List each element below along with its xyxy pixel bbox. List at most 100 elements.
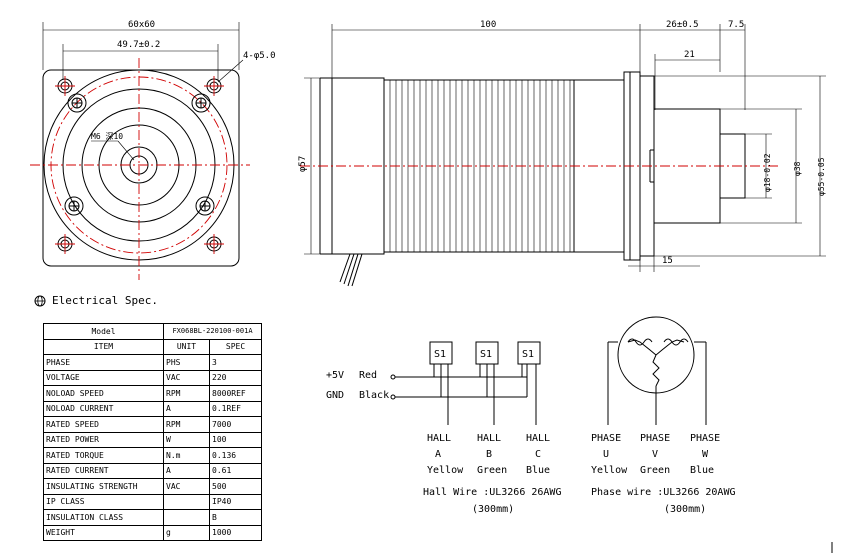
spec-table-container: Model FX068BL-220100-001A ITEM UNIT SPEC… — [43, 323, 263, 542]
mount-hole-bottom-right — [204, 234, 224, 254]
phase-v-color: Green — [640, 465, 670, 476]
spec-cell-unit: RPM — [163, 416, 210, 433]
gnd-label: GND — [326, 390, 344, 401]
spec-heading-text: Electrical Spec. — [52, 294, 158, 307]
spec-cell-spec: 3 — [208, 354, 263, 371]
spec-cell-spec: 8000REF — [208, 385, 263, 402]
dim-pilot-dia: φ55-0.05 — [817, 157, 826, 196]
dim-flange: 26±0.5 — [666, 20, 699, 30]
spec-cell-spec: 1000 — [208, 524, 263, 541]
spec-row: IP CLASS IP40 — [43, 493, 263, 510]
spec-cell-item: RATED SPEED — [43, 416, 164, 433]
spec-cell-item: WEIGHT — [43, 524, 164, 541]
header-spec: SPEC — [208, 338, 263, 355]
winding-w — [655, 339, 685, 356]
hall-c-letter: C — [535, 449, 541, 460]
dim-holes: 4-φ5.0 — [243, 51, 276, 61]
spec-cell-unit: PHS — [163, 354, 210, 371]
spec-cell-unit: A — [163, 400, 210, 417]
screw-top-left — [67, 93, 87, 113]
mount-hole-top-right — [204, 76, 224, 96]
lead-wires — [339, 253, 363, 287]
globe-icon — [34, 295, 46, 306]
phase-u-letter: U — [603, 449, 609, 460]
spec-heading: Electrical Spec. — [34, 294, 158, 307]
dim-body-dia: φ57 — [298, 156, 308, 172]
gnd-color: Black — [359, 390, 389, 401]
model-value: FX068BL-220100-001A — [162, 323, 263, 340]
spec-cell-spec: 100 — [208, 431, 263, 448]
spec-cell-item: RATED CURRENT — [43, 462, 164, 479]
hall-length-note: (300mm) — [472, 504, 514, 515]
spec-header-row: ITEM UNIT SPEC — [43, 338, 263, 355]
power-label: +5V — [326, 370, 344, 381]
spec-cell-item: IP CLASS — [43, 493, 164, 510]
spec-cell-unit — [163, 509, 210, 526]
spec-cell-item: VOLTAGE — [43, 369, 164, 386]
side-view: 100 26±0.5 7.5 21 φ57 — [298, 20, 826, 287]
hall-wiring-diagram: +5V Red GND Black S1 S1 S1 HALL A Yellow… — [326, 341, 561, 515]
spec-cell-unit: A — [163, 462, 210, 479]
spec-cell-item: NOLOAD SPEED — [43, 385, 164, 402]
hall-sensor-c — [517, 341, 541, 365]
spec-table: Model FX068BL-220100-001A ITEM UNIT SPEC… — [43, 323, 263, 541]
spec-cell-unit: VAC — [163, 369, 210, 386]
phase-w-letter: W — [702, 449, 709, 460]
header-item: ITEM — [43, 338, 164, 355]
spec-cell-spec: 0.136 — [208, 447, 263, 464]
spec-cell-unit: VAC — [163, 478, 210, 495]
dim-boss-dia: φ38 — [793, 161, 802, 176]
spec-model-row: Model FX068BL-220100-001A — [43, 323, 263, 340]
spec-cell-unit — [163, 493, 210, 510]
hall-a-letter: A — [435, 449, 441, 460]
dim-bolt-circle: 49.7±0.2 — [117, 40, 160, 50]
spec-cell-unit: g — [163, 524, 210, 541]
hall-c-color: Blue — [526, 465, 550, 476]
phase-length-note: (300mm) — [664, 504, 706, 515]
model-label: Model — [43, 323, 164, 340]
spec-cell-spec: B — [208, 509, 263, 526]
screw-bottom-right — [195, 196, 215, 216]
winding-u — [627, 339, 657, 356]
dim-end: 7.5 — [728, 20, 744, 30]
phase-v-letter: V — [652, 449, 658, 460]
sensor-label-a: S1 — [434, 349, 446, 360]
sensor-label-b: S1 — [480, 349, 492, 360]
spec-cell-spec: 7000 — [208, 416, 263, 433]
dim-overall: 60x60 — [128, 20, 155, 30]
hall-c-title: HALL — [526, 433, 550, 444]
spec-cell-unit: RPM — [163, 385, 210, 402]
spec-cell-unit: N.m — [163, 447, 210, 464]
mount-hole-top-left — [55, 76, 75, 96]
hall-b-title: HALL — [477, 433, 501, 444]
spec-cell-item: RATED TORQUE — [43, 447, 164, 464]
spec-cell-spec: 220 — [208, 369, 263, 386]
spec-cell-item: INSULATING STRENGTH — [43, 478, 164, 495]
phase-w-color: Blue — [690, 465, 714, 476]
hall-b-letter: B — [486, 449, 492, 460]
spec-cell-spec: IP40 — [208, 493, 263, 510]
phase-w-title: PHASE — [690, 433, 720, 444]
phase-wire-note: Phase wire :UL3266 20AWG — [591, 487, 736, 498]
header-unit: UNIT — [163, 338, 210, 355]
dim-length: 100 — [480, 20, 496, 30]
hall-a-color: Yellow — [427, 465, 464, 476]
winding-v — [652, 354, 660, 387]
sensor-label-c: S1 — [522, 349, 534, 360]
phase-u-color: Yellow — [591, 465, 628, 476]
spec-cell-item: NOLOAD CURRENT — [43, 400, 164, 417]
thread-callout: M6 深10 — [91, 132, 123, 141]
hall-wire-note: Hall Wire :UL3266 26AWG — [423, 487, 561, 498]
spec-cell-spec: 0.61 — [208, 462, 263, 479]
spec-cell-spec: 0.1REF — [208, 400, 263, 417]
screw-top-right — [191, 93, 211, 113]
phase-wiring-diagram: PHASE U Yellow PHASE V Green PHASE W Blu… — [591, 316, 736, 515]
